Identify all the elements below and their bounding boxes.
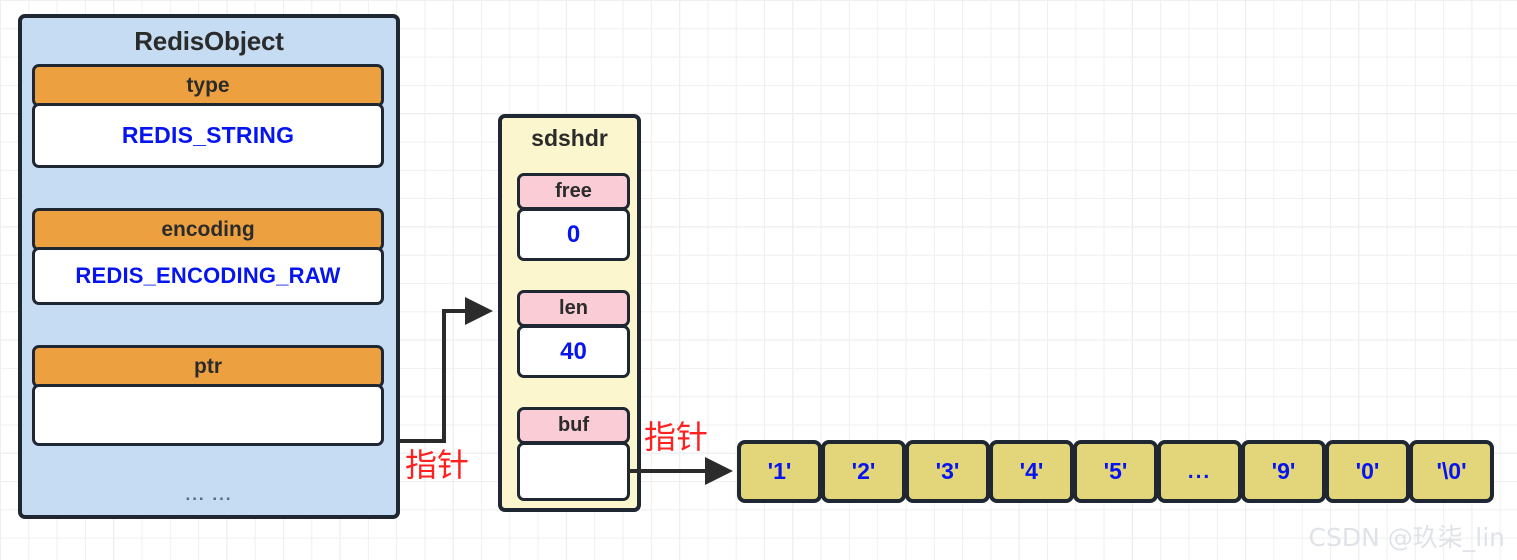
char-cell: '0' <box>1325 440 1410 503</box>
char-cell: '4' <box>989 440 1074 503</box>
annotation-pointer-buf: 指针 <box>644 418 709 456</box>
sdshdr-box: sdshdr free 0 len 40 buf <box>498 114 641 512</box>
sdshdr-title: sdshdr <box>531 125 608 151</box>
char-cell: '1' <box>737 440 822 503</box>
field-value-ptr <box>32 384 384 446</box>
sds-header-len: len <box>517 290 630 327</box>
connector-ptr-to-sdshdr <box>400 297 493 443</box>
field-header-type: type <box>32 64 384 107</box>
field-value-encoding: REDIS_ENCODING_RAW <box>32 247 384 305</box>
char-cell: ... <box>1157 440 1242 503</box>
field-header-ptr: ptr <box>32 345 384 388</box>
redis-object-title: RedisObject <box>134 26 284 56</box>
char-cell: '5' <box>1073 440 1158 503</box>
annotation-pointer-ptr: 指针 <box>405 446 470 484</box>
sds-header-free: free <box>517 173 630 210</box>
field-value-type: REDIS_STRING <box>32 103 384 168</box>
field-header-encoding: encoding <box>32 208 384 251</box>
redis-object-box: RedisObject type REDIS_STRING encoding R… <box>18 14 400 519</box>
sds-value-len: 40 <box>517 325 630 378</box>
sds-value-buf <box>517 442 630 501</box>
watermark: CSDN @玖柒_lin <box>1308 523 1505 552</box>
redis-object-ellipsis: ... ... <box>185 485 233 504</box>
sds-value-free: 0 <box>517 208 630 261</box>
char-cell: '3' <box>905 440 990 503</box>
sds-header-buf: buf <box>517 407 630 444</box>
char-cell: '2' <box>821 440 906 503</box>
char-cell: '9' <box>1241 440 1326 503</box>
char-cell: '\0' <box>1409 440 1494 503</box>
char-array: '1''2''3''4''5'...'9''0''\0' <box>737 440 1494 503</box>
